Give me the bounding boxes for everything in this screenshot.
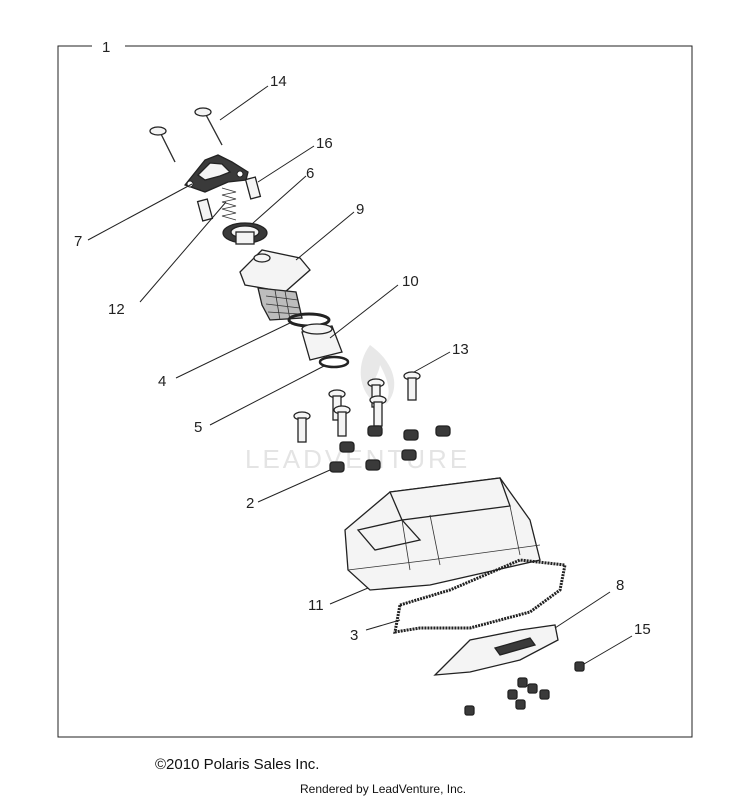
callout-4: 4	[158, 373, 166, 390]
dowel-pin-16-part	[196, 176, 262, 222]
bolt-13-part	[293, 371, 421, 443]
o-ring-5-part	[318, 355, 350, 369]
copyright-text: ©2010 Polaris Sales Inc.	[155, 756, 320, 773]
spring-12-part	[221, 187, 237, 221]
callout-9: 9	[356, 201, 364, 218]
callout-14: 14	[270, 73, 287, 90]
grommet-2-part	[329, 425, 451, 473]
callout-12: 12	[108, 301, 125, 318]
seal-6-part	[222, 222, 268, 245]
callout-13: 13	[452, 341, 469, 358]
bolt-14-part	[149, 107, 223, 163]
bracket-7-part	[183, 154, 249, 193]
callout-8: 8	[616, 577, 624, 594]
callout-7: 7	[74, 233, 82, 250]
callout-1: 1	[102, 39, 110, 56]
gasket-3-part	[393, 558, 567, 634]
callout-11: 11	[308, 597, 324, 614]
callout-3: 3	[350, 627, 358, 644]
callout-6: 6	[306, 165, 314, 182]
callout-10: 10	[402, 273, 419, 290]
callout-15: 15	[634, 621, 651, 638]
baffle-plate-8-part	[433, 624, 559, 676]
screw-15-part	[464, 661, 585, 716]
diagram-frame	[57, 45, 693, 738]
housing-9-part	[239, 249, 311, 321]
valve-cover-11-part	[344, 477, 541, 591]
callout-5: 5	[194, 419, 202, 436]
callout-16: 16	[316, 135, 333, 152]
sleeve-10-part	[301, 323, 343, 361]
callout-2: 2	[246, 495, 254, 512]
leader-lines	[87, 85, 633, 665]
leadventure-watermark: LEADVENTURE	[245, 345, 470, 474]
rendered-by-text: Rendered by LeadVenture, Inc.	[300, 782, 467, 796]
watermark-text: LEADVENTURE	[245, 444, 470, 474]
